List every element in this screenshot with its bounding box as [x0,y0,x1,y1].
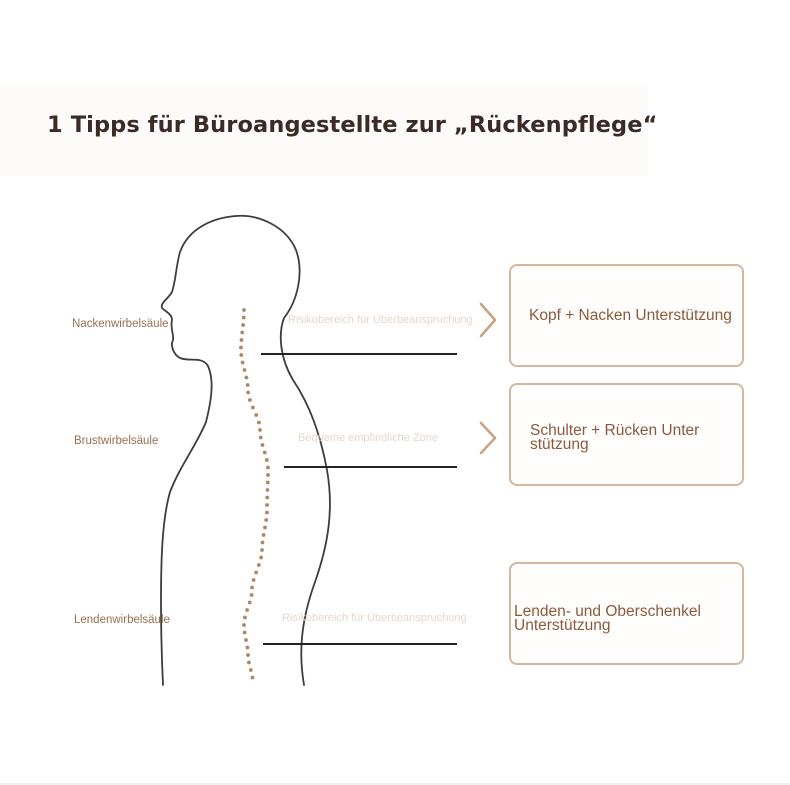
spine-dots [239,308,270,680]
callout-shoulder-back-text: Schulter + Rücken Unter stützung [530,422,700,453]
spine-dot [249,593,254,597]
spine-dot [259,555,263,560]
spine-dot [265,480,270,485]
spine-dot [242,308,246,312]
callout-shoulder-back [509,383,744,486]
callout-head-neck-line1: Kopf + Nacken Unterstützung [529,307,732,324]
back-outline [235,214,331,686]
spine-dot [250,675,255,680]
footer-divider [0,783,790,785]
spine-dot [257,420,261,425]
spine-dot [245,608,250,612]
spine-dot [240,360,245,365]
front-outline [160,215,237,686]
chevron-right-icon [479,421,497,455]
spine-dot [240,330,245,335]
spine-dot [265,488,270,492]
callout-lumbar-thigh [509,562,744,665]
spine-label-lumbar: Lendenwirbelsäule [74,614,170,626]
spine-dot [242,630,247,635]
callout-shoulder-back-line2: stützung [530,436,589,453]
callout-lumbar-thigh-line2: Unterstützung [514,617,611,634]
callout-shoulder-back-line1: Schulter + Rücken Unter [530,422,700,439]
spine-dot [246,653,250,657]
spine-dot [265,503,269,507]
spine-dot [256,563,261,567]
spine-dot [260,548,264,552]
spine-dot [246,390,251,395]
spine-dot [239,345,243,350]
spine-dot [241,323,246,327]
spine-dot [244,375,249,380]
spine-dot [247,600,252,605]
spine-dot [264,458,269,462]
spine-dot [241,315,246,320]
spine-dot [239,353,244,357]
spine-dot [243,615,247,620]
spine-dot [265,495,270,500]
spine-dot [258,428,262,432]
spine-dot [242,623,246,627]
spine-dot [260,540,265,545]
spine-label-chest: Brustwirbelsäule [74,435,159,447]
callout-lumbar-thigh-text: Lenden- und Oberschenkel Unterstützung [514,603,701,634]
spine-dot [247,660,251,665]
spine-dot [248,668,253,672]
spine-dot [261,533,266,537]
spine-dot [244,638,248,642]
callout-lumbar-thigh-line1: Lenden- und Oberschenkel [514,603,701,620]
ghost-label-neck: Risikobereich für Überbeanspruchung [288,314,473,326]
callout-head-neck [509,264,744,367]
spine-dot [250,585,255,590]
spine-dot [251,405,255,410]
spine-dot [248,398,252,402]
page-title: 1 Tipps für Büroangestellte zur „Rückenp… [47,112,658,138]
spine-dot [239,338,244,342]
spine-dot [251,578,256,582]
spine-dot [245,383,250,387]
ghost-label-lumbar: Risikobereich für Überbeanspruchung [282,612,467,624]
spine-dot [254,570,258,575]
title-band [0,84,648,176]
spine-dot [254,413,259,417]
spine-dot [263,525,267,530]
spine-dot [260,443,265,447]
callout-head-neck-text: Kopf + Nacken Unterstützung [529,307,732,324]
spine-dot [258,435,263,440]
ghost-label-chest: Bequeme empfindliche Zone [298,432,439,444]
spine-dot [242,368,247,372]
spine-dot [262,450,267,455]
spine-dot [265,510,269,515]
spine-label-neck: Nackenwirbelsäule [72,318,169,330]
spine-dot [266,465,270,470]
spine-dot [266,473,270,477]
spine-dot [245,645,250,650]
chevron-right-icon [479,302,497,338]
spine-dot [264,518,269,522]
